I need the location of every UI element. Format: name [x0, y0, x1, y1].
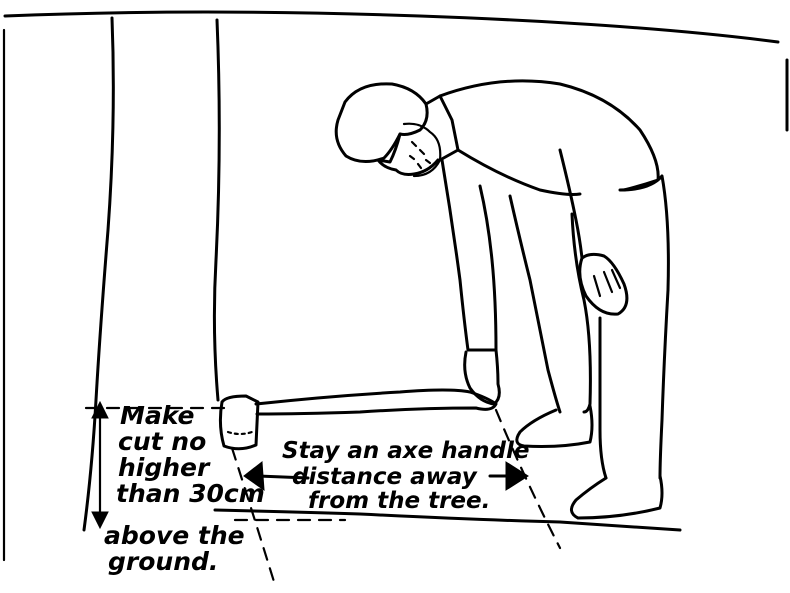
man-right-hand — [580, 254, 627, 314]
caption-left-line-2: cut no — [118, 427, 206, 456]
man-hair — [336, 84, 427, 162]
caption-left-line-6: ground. — [108, 547, 218, 576]
caption-right-line-3: from the tree. — [308, 488, 490, 514]
man-back — [440, 81, 658, 190]
caption-right-line-2: distance away — [292, 464, 478, 490]
axe-head-edge — [228, 432, 252, 434]
man-beard — [404, 124, 440, 176]
caption-left-line-5: above the — [104, 521, 245, 550]
man-rear-leg-back — [620, 176, 668, 478]
man-rear-shoe — [571, 476, 662, 518]
axe-handle — [256, 390, 496, 414]
man-right-fingers — [594, 270, 620, 296]
man-front-leg-back — [510, 196, 560, 412]
caption-right-line-1: Stay an axe handle — [282, 438, 529, 464]
man-right-arm — [560, 150, 582, 258]
man-rear-leg-front — [600, 318, 606, 478]
man-beard-texture — [410, 142, 430, 168]
tree-trunk-left-edge — [84, 18, 113, 530]
tree-trunk-right-edge — [214, 20, 219, 400]
caption-left-line-1: Make — [120, 401, 194, 430]
axe-head — [220, 396, 258, 449]
top-border-line — [5, 12, 778, 42]
arrow-right-head — [506, 462, 528, 490]
man-left-arm — [442, 160, 496, 350]
caption-left-line-3: higher — [118, 453, 211, 482]
caption-left: Make cut no higher than 30cm above the g… — [104, 401, 265, 576]
man-collar — [426, 96, 458, 160]
caption-left-line-4: than 30cm — [116, 479, 265, 508]
